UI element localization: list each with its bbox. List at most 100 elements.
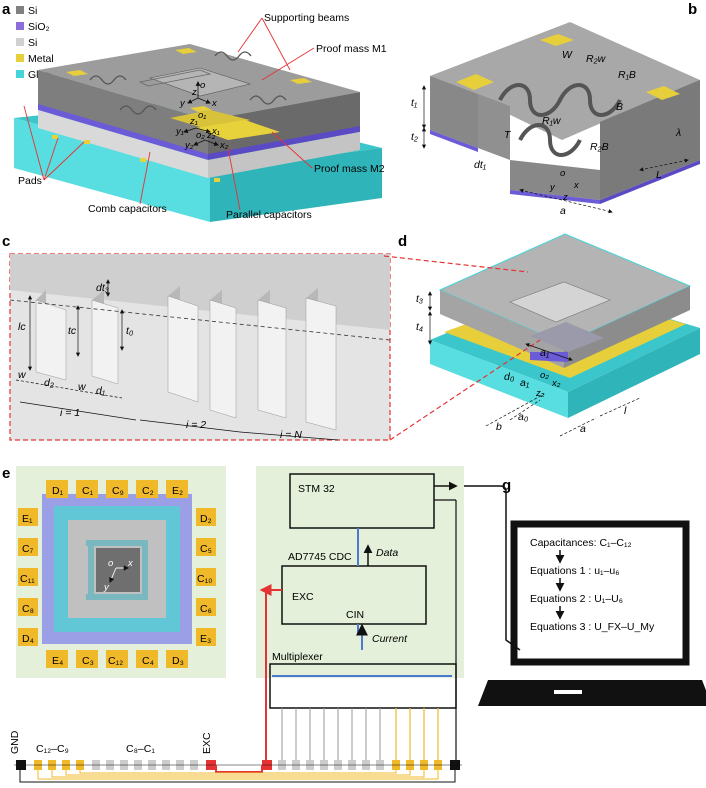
svg-text:y₂: y₂ [184,140,194,151]
svg-text:D₂: D₂ [200,513,212,525]
svg-text:C₇: C₇ [22,543,34,555]
b-B: B [616,101,623,113]
stm32-label: STM 32 [298,483,335,495]
panel-c-label: c [2,233,10,250]
data-label: Data [376,547,398,559]
c-w2: w [78,381,87,393]
glass-pads [52,135,220,182]
label-supporting-beams: Supporting beams [264,12,349,24]
e-y: y [103,582,110,593]
current-label: Current [372,633,408,645]
axes-a [183,81,219,146]
dims-b [421,85,689,214]
label-parallel-capacitors: Parallel capacitors [226,209,312,221]
pad-b-top [540,34,574,46]
e-o: o [108,558,113,569]
d-x2: x₂ [551,378,561,389]
panel-d-label: d [398,233,407,250]
svg-text:E₂: E₂ [172,485,183,497]
material-legend: Si SiO₂ Si Metal Glass [16,5,55,81]
stm32-box [289,473,435,529]
svg-text:C₈: C₈ [22,603,34,615]
c-lc: lc [18,321,26,333]
b-z: z [562,192,568,203]
group2-label: C₈–C₁ [126,743,155,755]
b-R1B: R₁B [618,69,636,81]
gnd-label: GND [9,730,21,754]
b-t1: t₁ [411,97,418,109]
panel-a: a Si SiO₂ Si Metal Glass [2,1,387,222]
pad-b-left [456,74,494,90]
pads-e: D₁ C₁ C₉ C₂ E₂ E₁ C₇ C₁₁ C₈ D₄ [18,480,216,668]
b-t2: t₂ [411,131,418,143]
b-R2W: R₂w [586,53,607,65]
svg-text:C₄: C₄ [142,655,154,667]
svg-text:z₁: z₁ [189,116,198,127]
c-d2: d₂ [44,377,54,389]
b-dt1: dt₁ [474,159,487,171]
svg-text:x₂: x₂ [219,140,229,151]
pads-top [66,48,312,112]
svg-text:C₉: C₉ [112,485,124,497]
svg-text:y₁: y₁ [175,126,184,137]
bottom-pads: E₄ C₃ C₁₂ C₄ D₃ [46,650,188,668]
b-o: o [560,168,565,179]
svg-text:z₂: z₂ [206,130,216,141]
panel-g: g Capacitances: C₁–C₁₂ Equations 1 : u₁–… [464,477,706,706]
panel-d: d t₃ t₄ a₁ d₀ a₁ o₂ x [383,233,700,441]
d-t3: t₃ [416,293,423,305]
svg-text:D₁: D₁ [52,485,64,497]
b-R2B: R₂B [590,141,609,153]
cdc-label: AD7745 CDC [288,551,352,563]
svg-text:C₆: C₆ [200,603,212,615]
svg-text:E₄: E₄ [52,655,63,667]
g-line-2: Equations 1 : u₁–u₆ [530,565,620,577]
d-a0: a₀ [518,411,529,423]
serpentine-beam [498,83,622,157]
d-t4: t₄ [416,321,423,333]
supporting-beams [89,51,287,115]
d-a: a [580,423,586,435]
cin-label: CIN [346,609,364,621]
svg-text:C₁₀: C₁₀ [197,573,212,585]
e-x: x [127,558,134,569]
svg-text:C₁₂: C₁₂ [108,655,123,667]
dims-c [15,279,339,441]
b-T: T [504,129,512,141]
legend-si-light: Si [28,37,37,49]
d-b: b [496,421,502,433]
svg-text:x: x [211,98,218,109]
svg-text:E₁: E₁ [22,513,33,525]
label-proof-mass-m1: Proof mass M1 [316,43,387,55]
panel-b: b W R₂w R₁B t₁ t₂ B λ R₁w T R₂B dt [411,1,700,217]
mux-wires [395,708,439,760]
svg-text:z: z [191,87,197,98]
d-a1: a₁ [520,377,530,389]
label-comb-capacitors: Comb capacitors [88,203,167,215]
svg-text:C₁₁: C₁₁ [20,573,35,585]
c-dt3: dt₃ [96,282,109,294]
callouts-a [23,17,315,211]
g-line-1: Capacitances: C₁–C₁₂ [530,537,632,549]
dims-d [427,291,641,437]
svg-text:C₃: C₃ [82,655,94,667]
axes-e [109,565,130,583]
legend-si: Si [28,5,37,17]
c-t0: t₀ [126,325,134,337]
axes-a-labels: o z y x o₁ y₁ x₁ z₁ y₂ x₂ z₂ o₂ [175,80,229,151]
d-o2: o₂ [540,370,549,381]
label-proof-mass-m2: Proof mass M2 [314,163,385,175]
svg-text:D₃: D₃ [172,655,184,667]
panel-c: c dt₃ lc tc [2,233,391,441]
c-w1: w [18,369,27,381]
svg-text:C₁: C₁ [82,485,94,497]
pad-b-right [646,86,680,100]
svg-text:C₂: C₂ [142,485,154,497]
panel-b-label: b [688,1,697,18]
bus-lines [19,770,456,783]
group1-label: C₁₂–C₉ [36,743,69,755]
mux-wires-grey [281,708,381,760]
svg-text:E₃: E₃ [200,633,211,645]
b-R1W: R₁w [542,115,562,127]
panel-f: f STM 32 AD7745 CDC Data EXC CIN Current… [256,465,464,760]
